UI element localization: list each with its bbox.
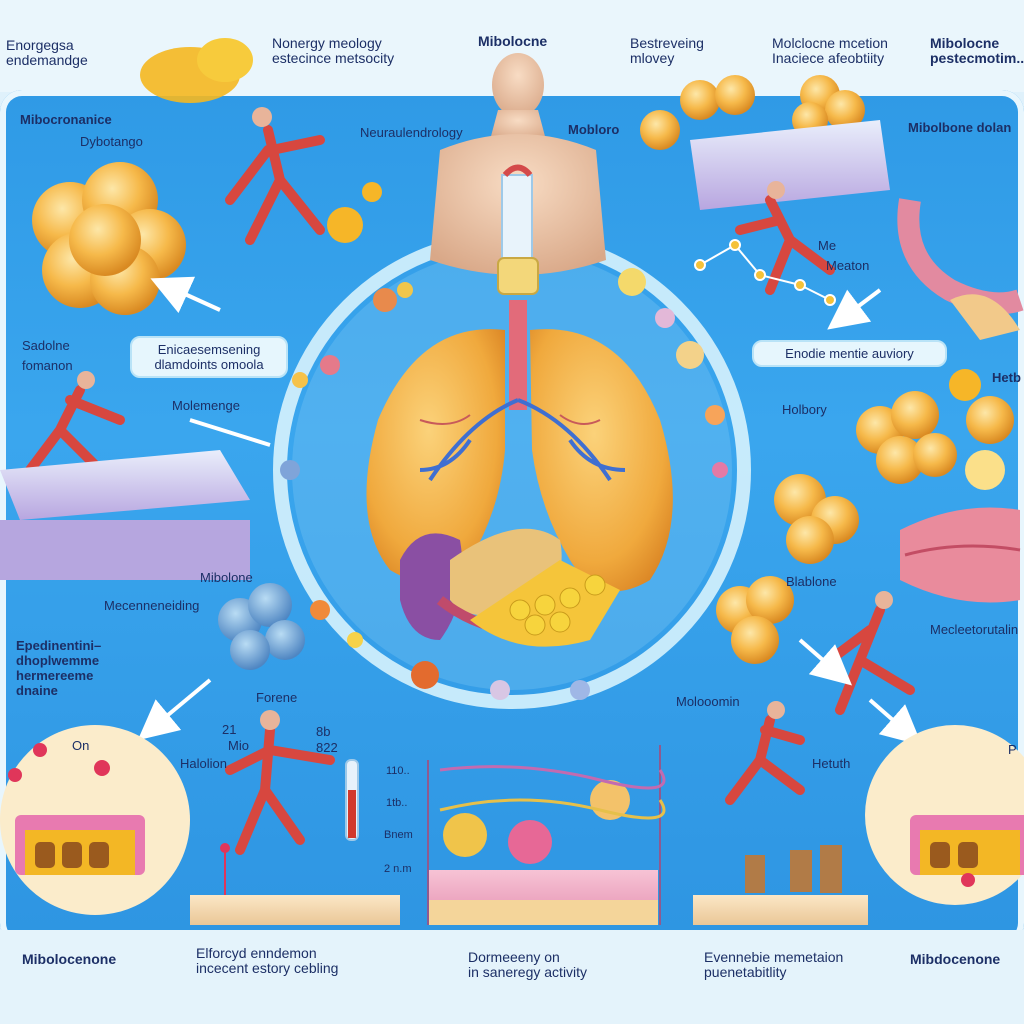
inset-circle-right <box>865 725 1024 905</box>
cross-section-center <box>427 745 666 925</box>
inset-circle-left <box>0 725 190 915</box>
label-molemenge: Molemenge <box>172 398 240 413</box>
mat-top-right <box>690 120 890 210</box>
label-neuro: Neuraulendrology <box>360 125 463 140</box>
label-tick-2: 1tb.. <box>386 797 408 809</box>
ring-molecules <box>280 268 728 700</box>
human-torso <box>430 53 606 295</box>
label-mio: Mio <box>228 738 249 753</box>
label-forene: Forene <box>256 690 298 705</box>
label-holbory: Holbory <box>782 402 827 417</box>
label-molooomin: Molooomin <box>676 694 740 709</box>
label-on: On <box>72 738 90 753</box>
runner-figures <box>25 107 1015 855</box>
mat-left <box>0 450 250 580</box>
label-mibolone-dol: Mibolbone dolan <box>908 120 1012 135</box>
label-tick-3: Bnem <box>384 829 413 841</box>
oil-capsules <box>140 38 981 401</box>
label-meaton: Meaton <box>826 258 870 273</box>
header-label-3: Mibolocne <box>478 33 548 49</box>
label-mibolone-mid: Mibolone <box>200 570 253 585</box>
test-tube <box>345 759 359 841</box>
footer-caption-5: Mibdocenone <box>910 951 1001 967</box>
white-arrows <box>137 276 923 746</box>
organ-right <box>897 198 1024 340</box>
label-dybotango: Dybotango <box>80 134 143 149</box>
label-fomanon: fomanon <box>22 358 73 373</box>
callout-right: Enodie mentie auviory <box>752 340 947 367</box>
cell-cluster-large-left <box>32 162 186 315</box>
label-21: 21 <box>222 722 237 737</box>
blue-cell-cluster <box>218 583 305 670</box>
label-hetuth: Hetuth <box>812 756 851 771</box>
tissue-strip-right <box>693 845 868 925</box>
label-sadolne: Sadolne <box>22 338 70 353</box>
molecule-network <box>694 239 836 306</box>
abdominal-organs <box>400 528 620 647</box>
tissue-strip-left <box>190 843 400 925</box>
label-hetb: Hetb <box>992 370 1021 385</box>
footer-band <box>0 930 1024 1024</box>
footer-caption-1: Mibolocenone <box>22 951 117 967</box>
label-mobloro: Mobloro <box>568 122 620 137</box>
label-epedinentini: Epedinentini– dhoplwemme hermereeme dnai… <box>16 638 102 698</box>
label-mecenneling: Mecenneneiding <box>104 598 200 613</box>
label-mibocronanice: Mibocronanice <box>20 112 112 127</box>
label-p: P <box>1008 742 1017 757</box>
label-tick-4: 2 n.m <box>384 863 412 875</box>
label-me: Me <box>818 238 837 253</box>
label-tick-1: 110.. <box>386 765 410 777</box>
cell-cluster-right-mid <box>856 391 1014 490</box>
label-blablone: Blablone <box>786 574 837 589</box>
label-halolion: Halolion <box>180 756 227 771</box>
label-mecleetorutalin: Mecleetorutalin <box>930 622 1019 637</box>
label-822: 822 <box>316 740 338 755</box>
cell-cluster-right-low <box>716 474 859 664</box>
label-8b: 8b <box>316 724 331 739</box>
lungs <box>366 300 673 592</box>
muscle-tissue-right <box>900 507 1021 603</box>
